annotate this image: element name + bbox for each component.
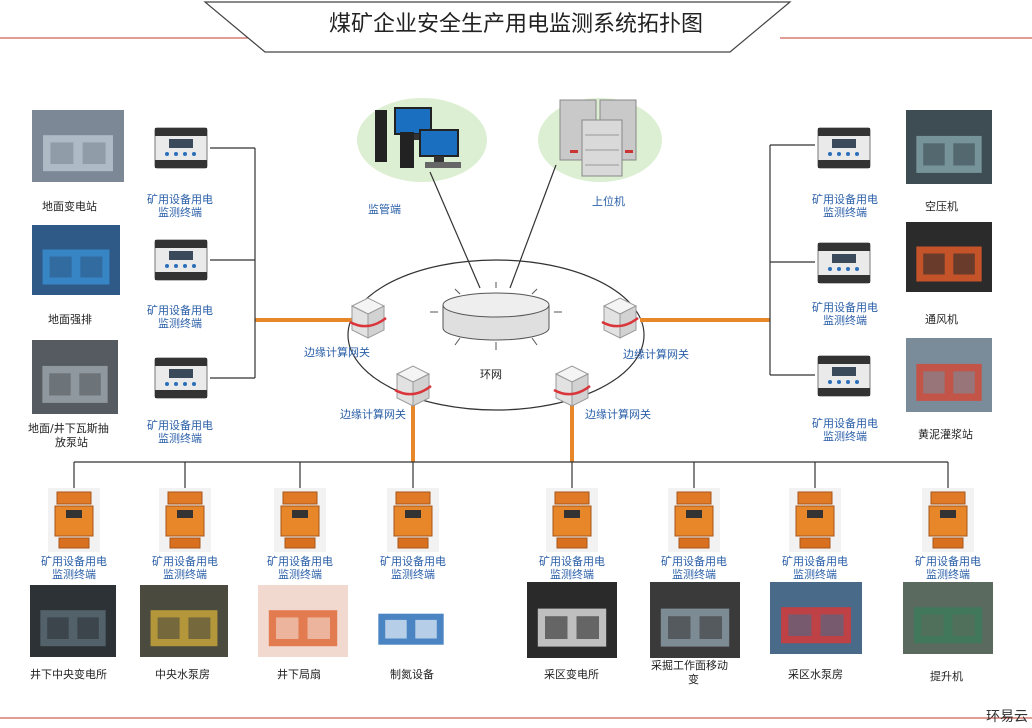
monitor-station-icon <box>375 107 461 168</box>
ring-network <box>347 259 645 411</box>
site-label-grouting: 黄泥灌浆站 <box>918 428 973 441</box>
gateway-label-1: 边缘计算网关 <box>304 346 370 359</box>
title-banner <box>203 1 792 53</box>
gateway-cube-icon <box>394 365 432 407</box>
gateway-cube-icon <box>601 297 639 339</box>
terminal-label: 矿用设备用电监测终端 <box>539 555 605 581</box>
bottom-bus <box>73 461 949 488</box>
explosion-proof-box-icon <box>274 488 326 552</box>
gateway-label-4: 边缘计算网关 <box>585 408 651 421</box>
site-photo <box>140 585 228 657</box>
power-meter-icon <box>817 355 871 397</box>
right-bus <box>769 144 815 376</box>
site-photo <box>258 585 348 657</box>
terminal-label: 矿用设备用电监测终端 <box>147 304 213 330</box>
site-label-area-substation: 采区变电所 <box>544 668 599 681</box>
site-photo <box>906 338 992 412</box>
site-photo <box>30 585 116 657</box>
terminal-label: 矿用设备用电监测终端 <box>152 555 218 581</box>
explosion-proof-box-icon <box>789 488 841 552</box>
explosion-proof-box-icon <box>668 488 720 552</box>
site-photo <box>903 582 993 654</box>
gateway-cube-icon <box>553 365 591 407</box>
site-label-ventilator: 通风机 <box>925 313 958 326</box>
gateway-label-3: 边缘计算网关 <box>340 408 406 421</box>
explosion-proof-box-icon <box>159 488 211 552</box>
host-label: 上位机 <box>592 195 625 208</box>
terminal-label: 矿用设备用电监测终端 <box>147 419 213 445</box>
terminal-label: 矿用设备用电监测终端 <box>812 417 878 443</box>
core-switch-icon <box>430 282 562 350</box>
site-label-central-substation: 井下中央变电所 <box>30 668 107 681</box>
site-photo <box>906 110 992 184</box>
site-photo <box>770 582 862 654</box>
terminal-label: 矿用设备用电监测终端 <box>267 555 333 581</box>
site-photo <box>32 340 118 414</box>
explosion-proof-box-icon <box>387 488 439 552</box>
site-photo <box>32 225 120 295</box>
site-photo <box>368 592 454 654</box>
terminal-label: 矿用设备用电监测终端 <box>812 301 878 327</box>
terminal-label: 矿用设备用电监测终端 <box>915 555 981 581</box>
left-bus <box>210 147 256 379</box>
terminal-label: 矿用设备用电监测终端 <box>661 555 727 581</box>
gateway-cube-icon <box>349 297 387 339</box>
site-label-air-compressor: 空压机 <box>925 200 958 213</box>
power-meter-icon <box>154 239 208 281</box>
server-icon <box>559 99 637 177</box>
site-label-nitrogen: 制氮设备 <box>390 668 434 681</box>
terminal-label: 矿用设备用电监测终端 <box>812 193 878 219</box>
brand-logo-text: 环易云 <box>986 709 1028 725</box>
monitor-label: 监管端 <box>368 203 401 216</box>
site-photo <box>527 582 617 658</box>
site-label-central-pump: 中央水泵房 <box>155 668 210 681</box>
gateway-icons <box>349 297 639 407</box>
site-label-gas-pump-1: 地面/井下瓦斯抽 <box>28 422 109 435</box>
site-photo <box>906 222 992 292</box>
terminal-label: 矿用设备用电监测终端 <box>41 555 107 581</box>
site-label-gas-pump-2: 放泵站 <box>55 436 88 449</box>
site-photo <box>32 110 124 182</box>
gateway-label-2: 边缘计算网关 <box>623 348 689 361</box>
link-host-ring <box>509 164 557 289</box>
explosion-proof-box-icon <box>546 488 598 552</box>
power-meter-icon <box>817 127 871 169</box>
site-label-mobile-transformer-1: 采掘工作面移动 <box>651 659 728 672</box>
site-photos <box>30 110 993 658</box>
terminal-label: 矿用设备用电监测终端 <box>147 193 213 219</box>
explosion-proof-terminals <box>48 488 974 552</box>
terminal-label: 矿用设备用电监测终端 <box>380 555 446 581</box>
orange-trunks <box>255 318 770 462</box>
site-label-mobile-transformer-2: 变 <box>688 673 699 686</box>
site-label-local-fan: 井下局扇 <box>277 668 321 681</box>
terminal-meters <box>154 127 871 399</box>
site-label-hoist: 提升机 <box>930 670 963 683</box>
explosion-proof-box-icon <box>922 488 974 552</box>
site-label-surface-drainage: 地面强排 <box>48 313 92 326</box>
terminal-label: 矿用设备用电监测终端 <box>782 555 848 581</box>
site-label-surface-substation: 地面变电站 <box>42 200 97 213</box>
site-label-area-pump: 采区水泵房 <box>788 668 843 681</box>
power-meter-icon <box>817 242 871 284</box>
power-meter-icon <box>154 357 208 399</box>
site-photo <box>650 582 740 658</box>
ring-label: 环网 <box>480 368 502 381</box>
page-title: 煤矿企业安全生产用电监测系统拓扑图 <box>328 12 703 37</box>
explosion-proof-box-icon <box>48 488 100 552</box>
link-monitor-ring <box>429 171 481 289</box>
power-meter-icon <box>154 127 208 169</box>
